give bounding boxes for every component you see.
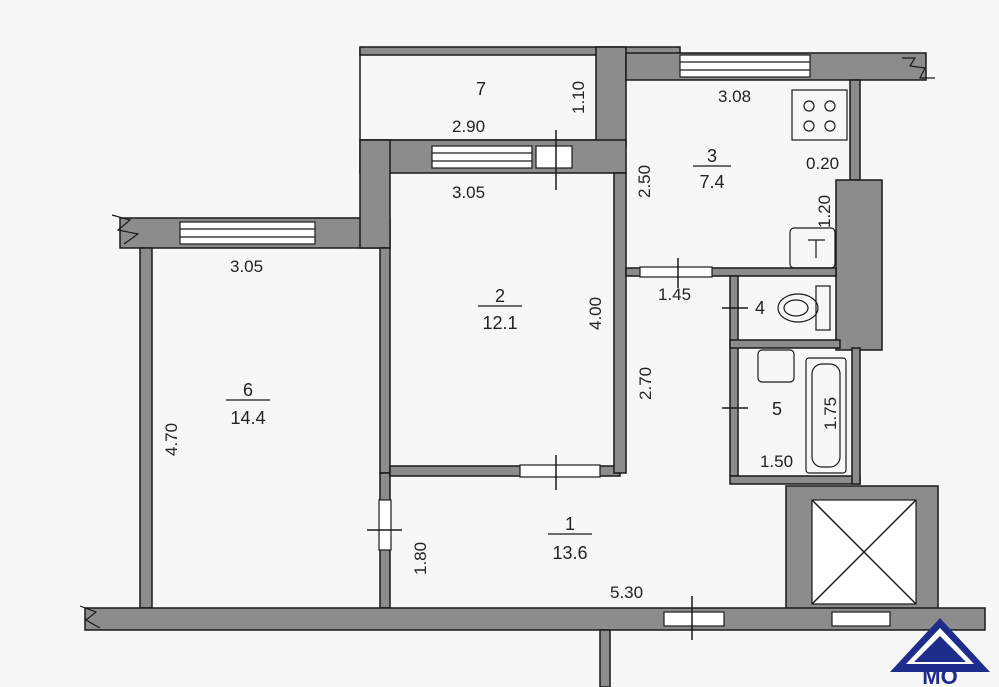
room-labels: 7 3 7.4 2 12.1 6 14.4 1 13.6 4 5 [226, 79, 782, 563]
room-1-area: 13.6 [552, 543, 587, 563]
door-6 [378, 499, 392, 551]
dim-bath-width: 1.50 [760, 452, 793, 471]
room2-top-wall [359, 130, 627, 190]
dim-bath-depth: 1.75 [821, 397, 840, 430]
room-6-number: 6 [243, 380, 253, 400]
kitchen-top-wall [625, 52, 935, 81]
door-2 [519, 464, 601, 478]
left-wall [139, 247, 153, 609]
dim-kitchen-depth: 2.50 [635, 165, 654, 198]
room-2-number: 2 [495, 286, 505, 306]
toilet-room-4 [722, 275, 841, 477]
dim-kitchen-offset: 0.20 [806, 154, 839, 173]
room-3-area: 7.4 [699, 172, 724, 192]
door-3 [639, 266, 713, 278]
room-5-number: 5 [772, 399, 782, 419]
dim-balcony-width: 2.90 [452, 117, 485, 136]
dim-kitchen-width: 3.08 [718, 87, 751, 106]
sink-icon [789, 227, 836, 269]
room6-top-wall [111, 139, 391, 249]
dim-room6-depth: 4.70 [162, 423, 181, 456]
dim-room6-width: 3.05 [230, 257, 263, 276]
agency-logo: МО [890, 618, 990, 687]
dimension-labels: 2.90 1.10 3.08 2.50 0.20 1.20 3.05 4.00 … [162, 81, 840, 602]
dim-hall-depth: 1.80 [411, 542, 430, 575]
room-7-number: 7 [476, 79, 486, 99]
partition-2-3 [613, 172, 627, 474]
dim-corridor-depth: 2.70 [636, 367, 655, 400]
kitchen-right-wall [835, 79, 883, 351]
dim-room2-depth: 4.00 [586, 297, 605, 330]
room-3-number: 3 [707, 146, 717, 166]
dim-hall-width: 5.30 [610, 583, 643, 602]
dim-balcony-depth: 1.10 [569, 81, 588, 114]
dim-room2-width: 3.05 [452, 183, 485, 202]
dim-kitchen-duct: 1.20 [815, 195, 834, 228]
room-2-area: 12.1 [482, 313, 517, 333]
stove-icon [791, 89, 848, 141]
room-4-number: 4 [755, 298, 765, 318]
elevator-shaft [785, 485, 939, 619]
logo-letters: МО [922, 664, 957, 687]
partition-6-2 [379, 247, 391, 474]
dim-corridor-width: 1.45 [658, 285, 691, 304]
bottom-wall [79, 596, 986, 687]
room-6-area: 14.4 [230, 408, 265, 428]
bathroom-room-5 [722, 347, 861, 485]
room-1-number: 1 [565, 514, 575, 534]
